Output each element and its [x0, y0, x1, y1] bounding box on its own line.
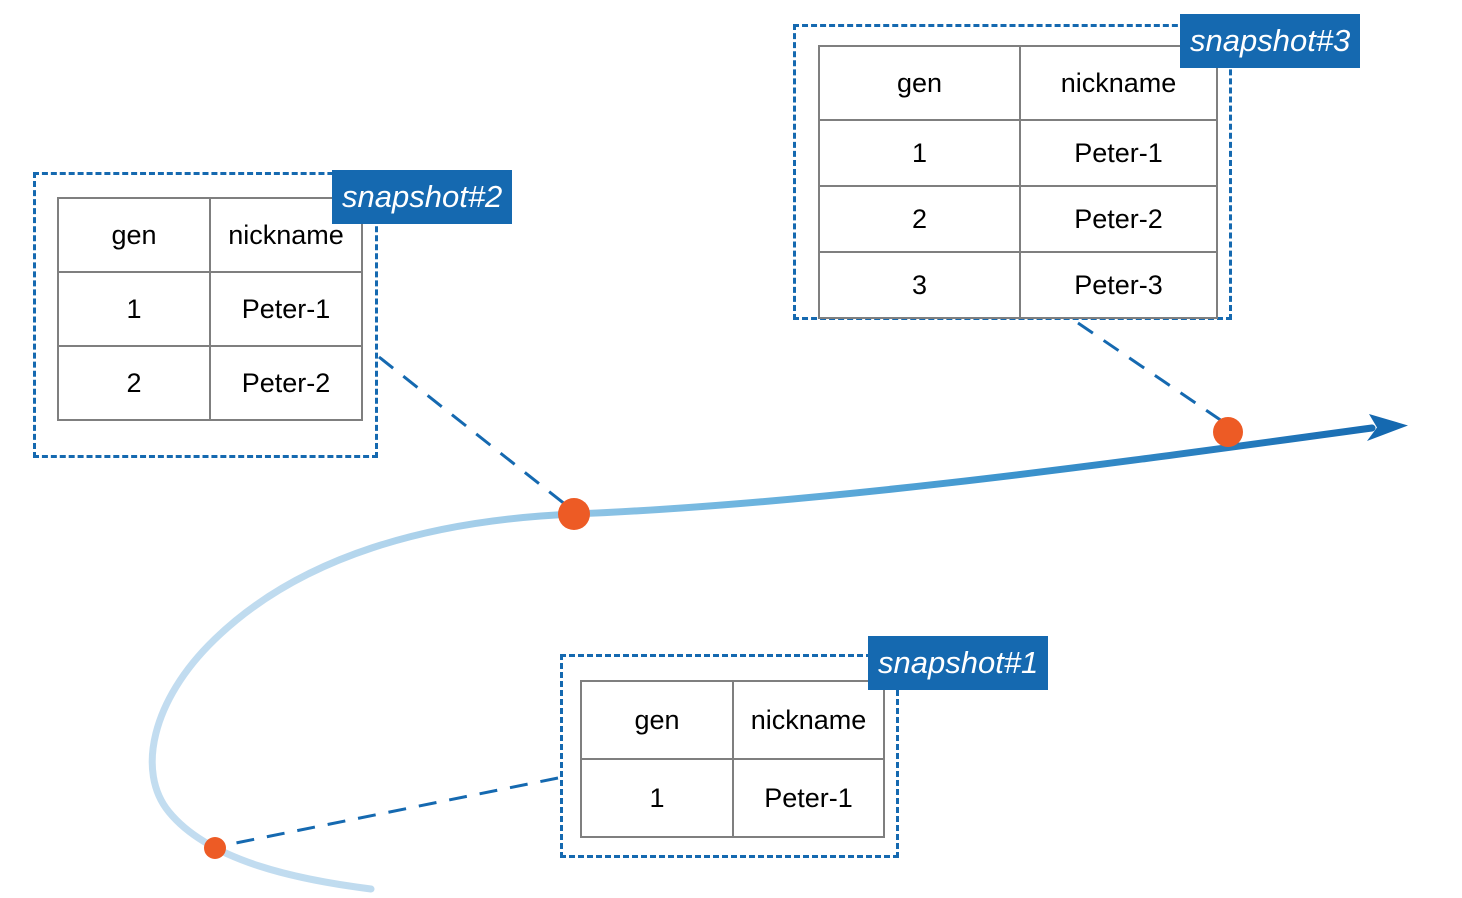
snapshot-1-group[interactable]: [560, 654, 899, 858]
table-header-row: gen nickname: [57, 197, 363, 273]
cell-gen: 3: [818, 251, 1021, 319]
cell-nickname: Peter-2: [1019, 185, 1218, 253]
cell-gen: 2: [57, 345, 211, 421]
table-row: 3 Peter-3: [818, 251, 1218, 319]
table-row: 2 Peter-2: [57, 345, 363, 421]
marker-snapshot-2[interactable]: [558, 498, 590, 530]
column-header-gen: gen: [580, 680, 734, 760]
marker-snapshot-3[interactable]: [1213, 417, 1243, 447]
timeline-arrowhead: [1367, 414, 1408, 441]
snapshot-2-table: gen nickname 1 Peter-1 2 Peter-2: [57, 197, 363, 421]
cell-gen: 1: [580, 758, 734, 838]
column-header-nickname: nickname: [732, 680, 885, 760]
connector-snapshot-2: [378, 355, 567, 507]
table-row: 2 Peter-2: [818, 185, 1218, 253]
cell-gen: 1: [818, 119, 1021, 187]
table-header-row: gen nickname: [580, 680, 885, 760]
timeline-curve: [148, 424, 1376, 893]
snapshot-2-badge[interactable]: snapshot#2: [332, 170, 513, 224]
cell-gen: 2: [818, 185, 1021, 253]
snapshot-1-badge[interactable]: snapshot#1: [868, 636, 1049, 690]
table-row: 1 Peter-1: [57, 271, 363, 347]
cell-nickname: Peter-1: [209, 271, 363, 347]
table-row: 1 Peter-1: [818, 119, 1218, 187]
snapshot-1-table: gen nickname 1 Peter-1: [580, 680, 885, 838]
column-header-gen: gen: [818, 45, 1021, 121]
cell-nickname: Peter-2: [209, 345, 363, 421]
cell-nickname: Peter-1: [732, 758, 885, 838]
snapshot-3-table: gen nickname 1 Peter-1 2 Peter-2 3 Peter…: [818, 45, 1218, 319]
cell-nickname: Peter-3: [1019, 251, 1218, 319]
connector-snapshot-3: [1077, 321, 1223, 423]
marker-snapshot-1[interactable]: [204, 837, 226, 859]
cell-gen: 1: [57, 271, 211, 347]
column-header-nickname: nickname: [1019, 45, 1218, 121]
column-header-gen: gen: [57, 197, 211, 273]
table-row: 1 Peter-1: [580, 758, 885, 838]
snapshot-2-group[interactable]: [33, 172, 378, 458]
snapshot-3-badge[interactable]: snapshot#3: [1180, 14, 1361, 68]
column-header-nickname: nickname: [209, 197, 363, 273]
table-header-row: gen nickname: [818, 45, 1218, 121]
cell-nickname: Peter-1: [1019, 119, 1218, 187]
connector-snapshot-1: [225, 776, 559, 847]
